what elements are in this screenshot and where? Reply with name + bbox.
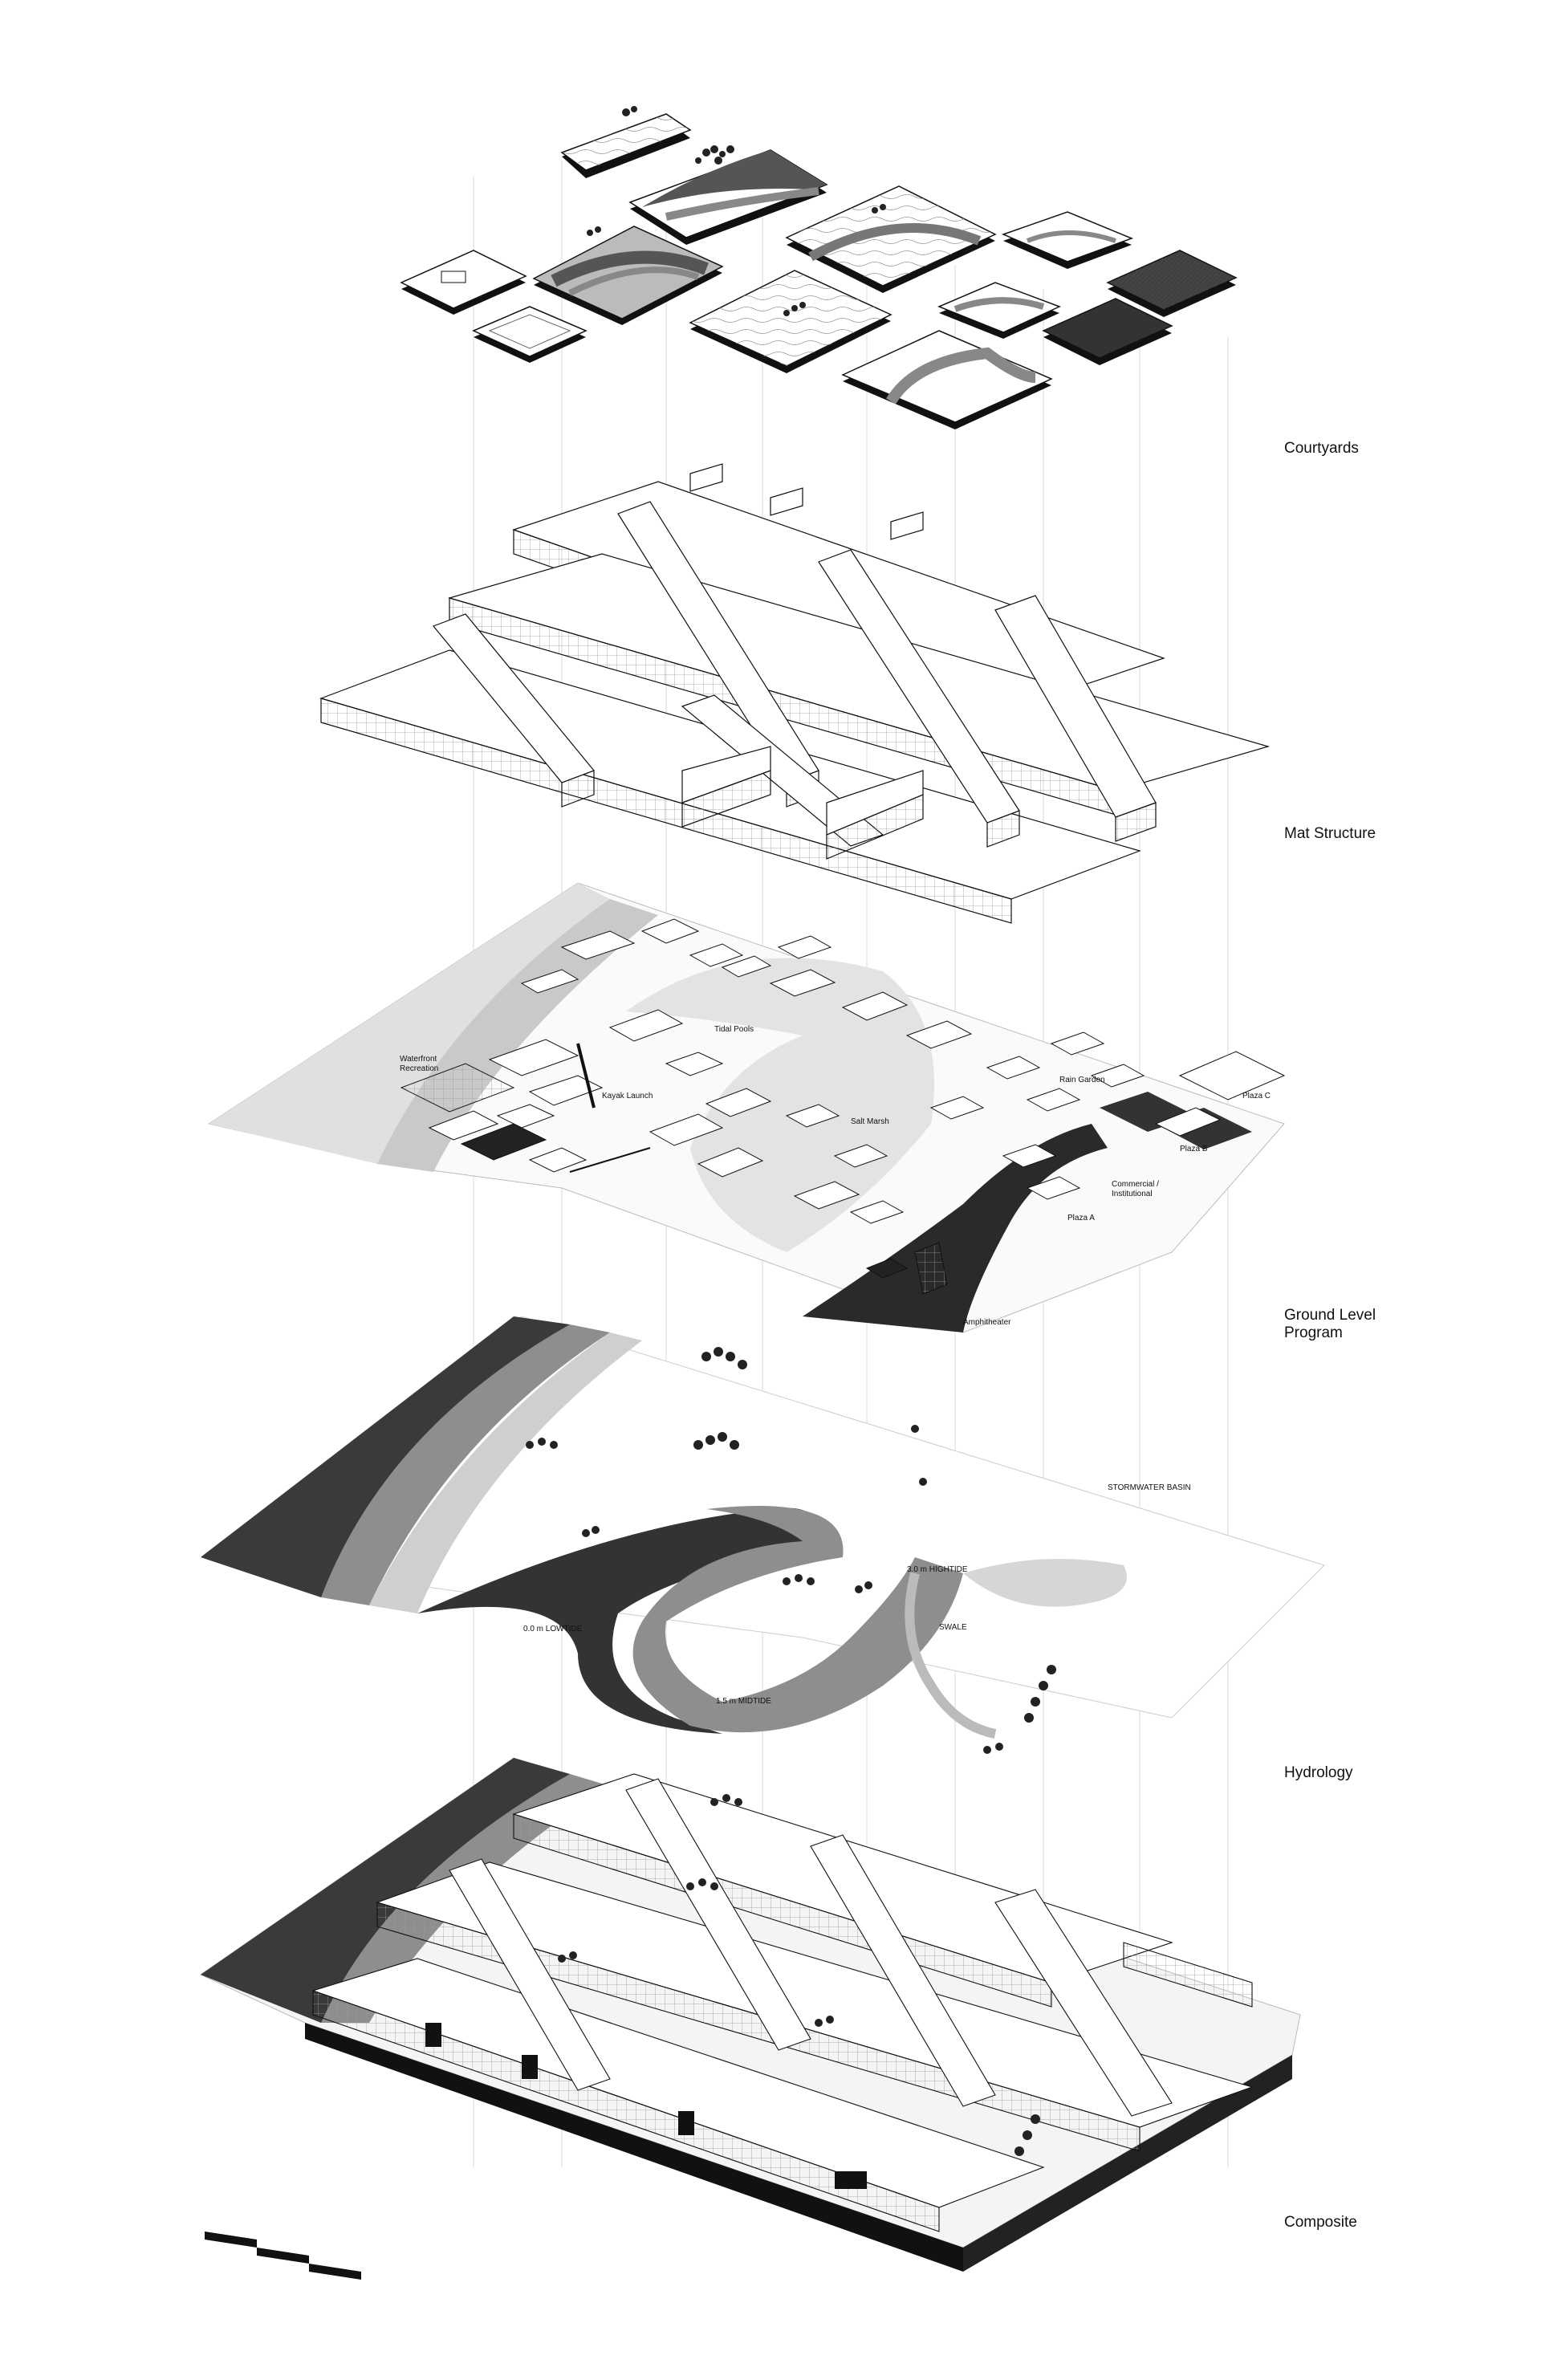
courtyard-tile	[532, 226, 724, 325]
label-commercial-institutional: Commercial /Institutional	[1112, 1180, 1159, 1198]
tree-cluster	[526, 1347, 1056, 1754]
courtyard-tile	[785, 185, 997, 293]
label-mat-structure: Mat Structure	[1284, 825, 1376, 842]
mat-bar	[818, 549, 1020, 848]
label-amphitheater: Amphitheater	[963, 1318, 1011, 1327]
label-midtide: 1.5 m MIDTIDE	[716, 1697, 771, 1706]
courtyard-tile	[689, 270, 892, 373]
courtyard-tile	[1042, 298, 1173, 365]
label-hightide: 3.0 m HIGHTIDE	[907, 1565, 968, 1574]
courtyard-tile	[1106, 250, 1238, 317]
mat-bar	[689, 463, 924, 540]
label-salt-marsh: Salt Marsh	[851, 1117, 889, 1126]
scale-bar	[205, 2232, 361, 2280]
composite-mat-structure	[311, 1773, 1254, 2232]
label-lowtide: 0.0 m LOWTIDE	[523, 1625, 583, 1633]
mat-bar	[681, 746, 771, 828]
label-hydrology: Hydrology	[1284, 1764, 1353, 1781]
label-kayak-launch: Kayak Launch	[602, 1092, 653, 1100]
label-composite: Composite	[1284, 2214, 1357, 2231]
hydrology-labels: STORMWATER BASIN 3.0 m HIGHTIDE SWALE 0.…	[523, 1483, 1191, 1706]
hydrology-layer: STORMWATER BASIN 3.0 m HIGHTIDE SWALE 0.…	[201, 1316, 1325, 1754]
label-stormwater-basin: STORMWATER BASIN	[1108, 1483, 1191, 1492]
courtyard-tile	[560, 113, 692, 178]
label-ground-level-program: Ground Level Program	[1284, 1307, 1376, 1341]
courtyard-tile	[400, 250, 527, 315]
courtyard-tile	[937, 282, 1061, 339]
label-swale: SWALE	[939, 1623, 967, 1632]
mat-bar	[826, 770, 924, 860]
courtyard-tile	[1001, 211, 1134, 269]
mat-bar	[994, 595, 1157, 842]
tree-cluster	[587, 106, 886, 316]
label-rain-garden: Rain Garden	[1059, 1076, 1105, 1084]
label-tidal-pools: Tidal Pools	[714, 1025, 754, 1034]
program-blocks	[400, 918, 1286, 1295]
label-plaza-a: Plaza A	[1067, 1214, 1095, 1223]
mat-bar	[433, 613, 595, 808]
courtyard-tile	[472, 306, 588, 363]
label-plaza-b: Plaza B	[1180, 1145, 1208, 1153]
amphitheater-plaza-dark	[803, 1124, 1108, 1332]
label-courtyards: Courtyards	[1284, 440, 1359, 457]
courtyards-layer	[400, 106, 1238, 429]
courtyard-tile	[841, 330, 1053, 429]
composite-trees	[558, 1794, 1040, 2156]
courtyard-tile	[628, 149, 828, 245]
composite-layer	[199, 1757, 1301, 2272]
stormwater-basin	[963, 1559, 1127, 1607]
mat-structure-layer	[319, 463, 1271, 924]
label-plaza-c: Plaza C	[1242, 1092, 1271, 1100]
